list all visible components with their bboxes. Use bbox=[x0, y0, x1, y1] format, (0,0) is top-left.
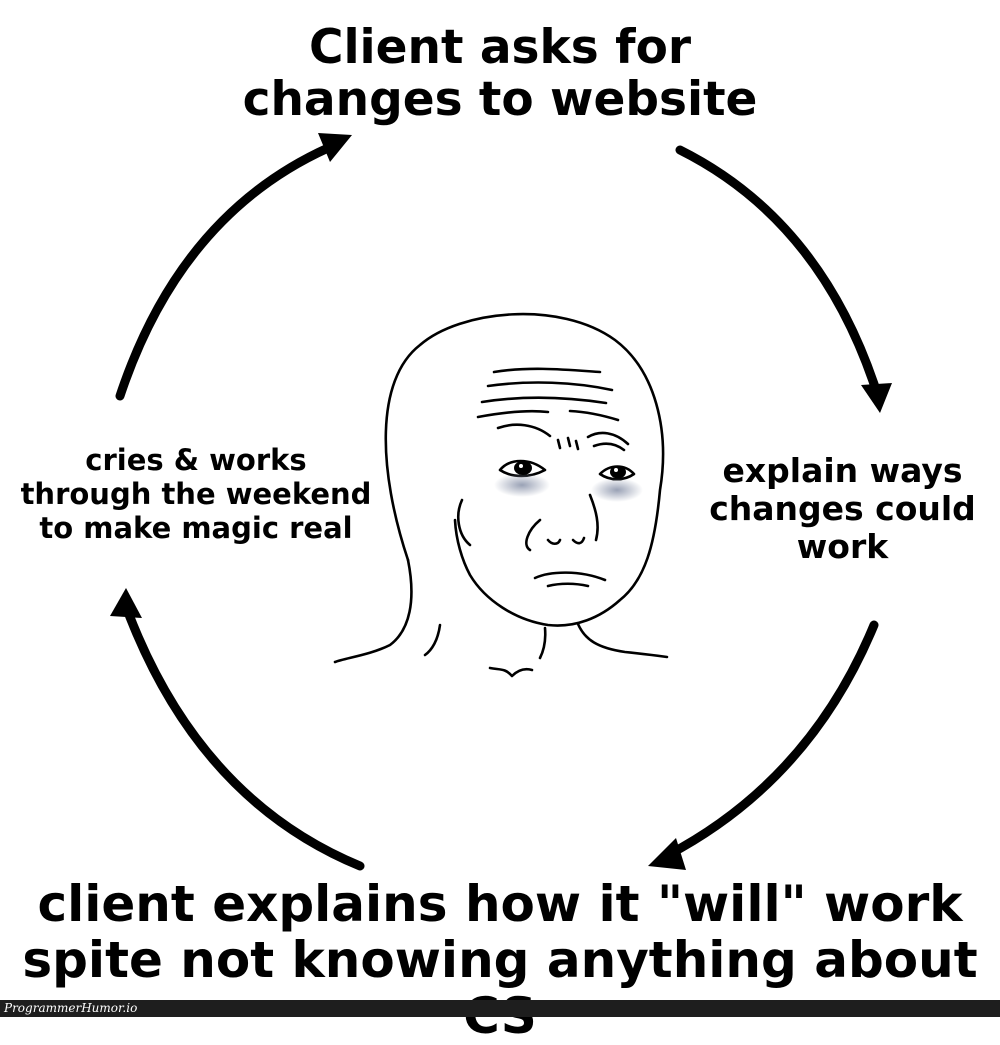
arrow-bottom-to-left bbox=[110, 588, 365, 871]
sad-face-eyes bbox=[494, 461, 643, 502]
cycle-step-weekend-work: cries & works through the weekend to mak… bbox=[20, 443, 372, 545]
arrow-top-to-right bbox=[675, 145, 892, 413]
cycle-step-client-insists: client explains how it "will" work spite… bbox=[22, 875, 978, 1044]
meme-canvas: Client asks for changes to website expla… bbox=[0, 20, 1000, 1044]
arrow-left-to-top bbox=[115, 133, 352, 401]
cycle-step-client-request: Client asks for changes to website bbox=[242, 20, 758, 127]
watermark-text: ProgrammerHumor.io bbox=[4, 1001, 138, 1015]
watermark-bar: ProgrammerHumor.io bbox=[0, 1000, 1000, 1017]
cycle-step-explain-options: explain ways changes could work bbox=[709, 451, 976, 566]
arrow-right-to-bottom bbox=[648, 620, 879, 870]
sad-face-drawing bbox=[333, 312, 669, 678]
cycle-diagram bbox=[110, 133, 892, 871]
